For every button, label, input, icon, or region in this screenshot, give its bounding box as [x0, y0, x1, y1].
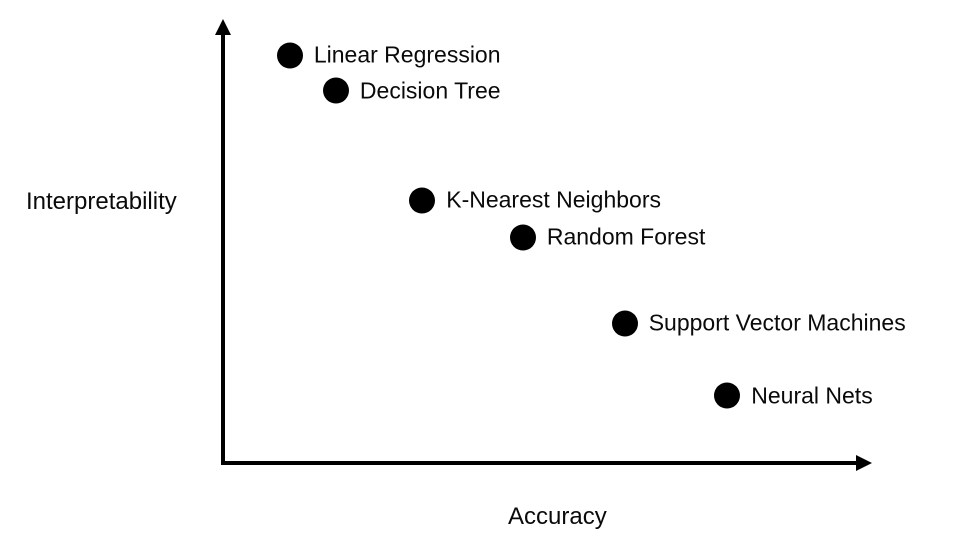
- data-point: Support Vector Machines: [611, 309, 906, 337]
- point-label: Linear Regression: [313, 41, 501, 68]
- data-point: Decision Tree: [322, 77, 501, 104]
- y-axis-arrow-icon: [215, 19, 231, 35]
- point-label: Decision Tree: [359, 77, 501, 104]
- point-marker: [276, 42, 303, 69]
- data-point: K-Nearest Neighbors: [409, 187, 661, 214]
- data-point: Linear Regression: [276, 41, 501, 69]
- y-axis-label: Interpretability: [26, 188, 177, 215]
- x-axis-arrow-icon: [856, 455, 872, 471]
- point-marker: [409, 187, 436, 214]
- point-label: Random Forest: [546, 223, 706, 250]
- point-marker: [322, 77, 349, 104]
- point-marker: [714, 382, 741, 409]
- x-axis-line: [223, 461, 859, 465]
- data-point: Neural Nets: [714, 382, 873, 409]
- data-point: Random Forest: [509, 223, 706, 251]
- point-label: Neural Nets: [751, 382, 873, 409]
- point-label: K-Nearest Neighbors: [446, 186, 661, 213]
- point-label: Support Vector Machines: [648, 309, 906, 336]
- point-marker: [509, 224, 536, 251]
- point-marker: [611, 310, 638, 337]
- x-axis-label: Accuracy: [508, 503, 607, 530]
- y-axis-line: [221, 32, 225, 465]
